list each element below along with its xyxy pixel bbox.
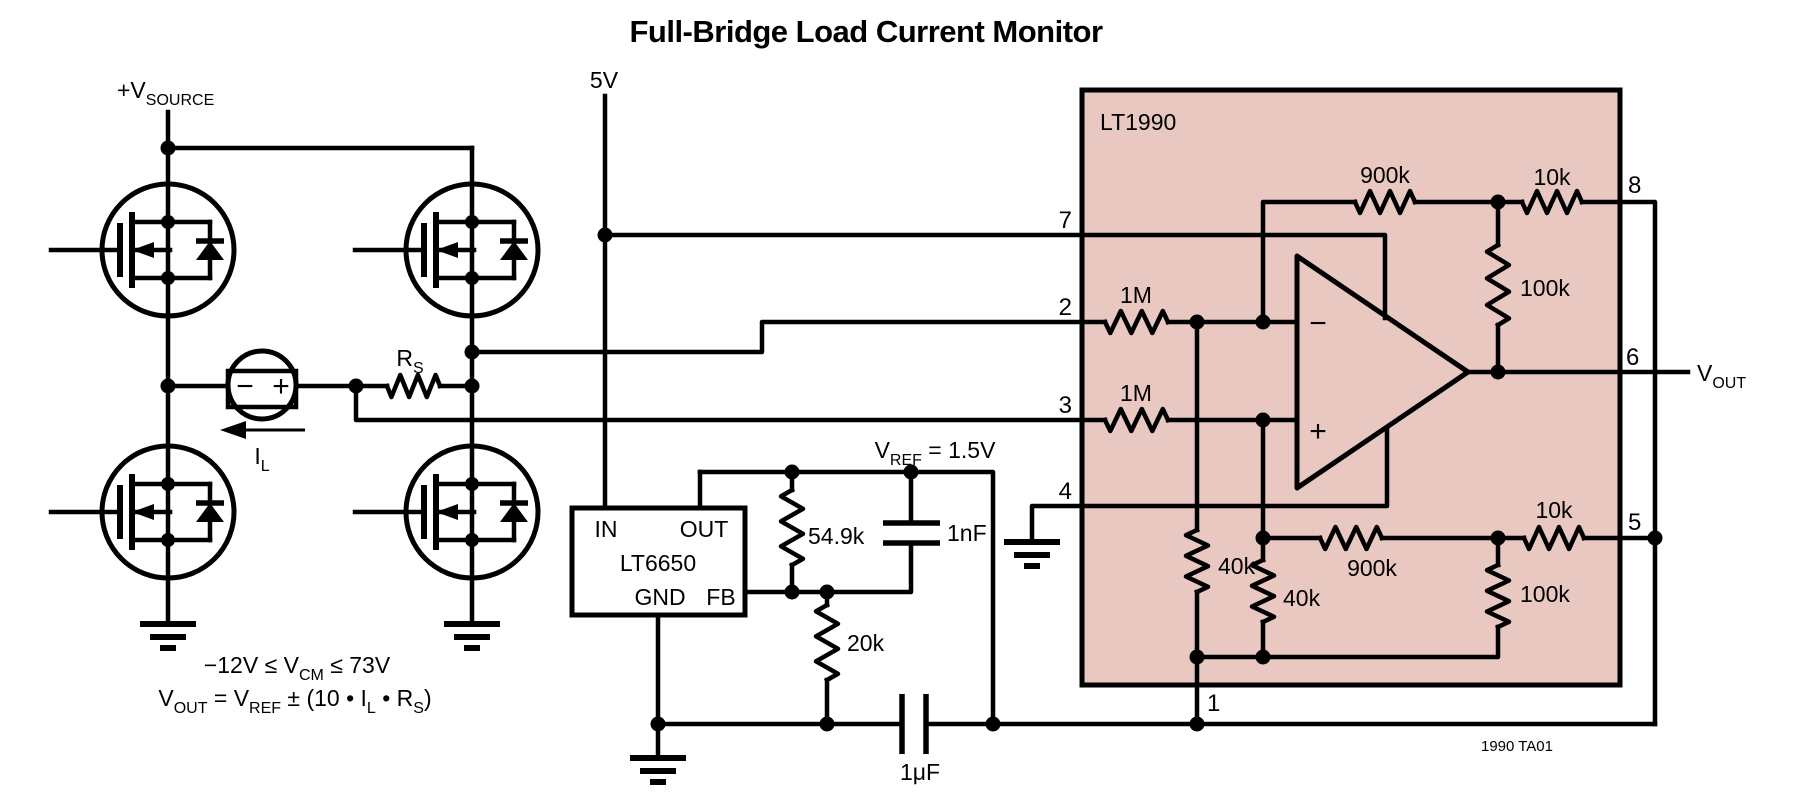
resistor-10k-top [1519, 188, 1585, 216]
resistor-54k9-label: 54.9k [808, 523, 865, 549]
lt6650-pin-in: IN [595, 516, 618, 542]
pin5-label: 5 [1628, 509, 1641, 536]
vref-value-label: VREF = 1.5V [875, 437, 997, 469]
mosfet-bottom-right [355, 446, 538, 578]
lt6650-pin-out: OUT [680, 516, 729, 542]
resistor-900k-top [1352, 188, 1418, 216]
resistor-10k-bottom [1521, 524, 1587, 552]
schematic-title: Full-Bridge Load Current Monitor [629, 14, 1103, 49]
resistor-900k-top-label: 900k [1360, 162, 1410, 188]
vsource-label: +VSOURCE [117, 77, 214, 109]
motor-symbol: − + [225, 348, 299, 422]
resistor-900k-bottom-label: 900k [1347, 555, 1397, 581]
resistor-100k-top [1484, 241, 1512, 329]
pin7-label: 7 [1059, 207, 1072, 234]
il-label: IL [254, 443, 269, 475]
opamp-triangle [1294, 253, 1471, 491]
ground-lt6650 [630, 758, 686, 782]
resistor-1m-top [1101, 308, 1171, 336]
pin8-label: 8 [1628, 172, 1641, 199]
resistor-10k-top-label: 10k [1533, 164, 1571, 190]
pin2-label: 2 [1059, 294, 1072, 321]
resistor-40k-right [1249, 557, 1277, 625]
resistor-40k-right-label: 40k [1283, 585, 1321, 611]
resistor-20k [813, 601, 841, 684]
pin6-label: 6 [1626, 344, 1639, 371]
opamp-minus-label: − [1309, 307, 1327, 340]
resistor-rs [384, 372, 443, 400]
mosfet-bottom-left [51, 446, 234, 578]
capacitor-1uf [899, 694, 929, 754]
pin1-label: 1 [1207, 690, 1220, 717]
resistor-20k-label: 20k [847, 630, 885, 656]
ground-bridge-right [444, 624, 500, 648]
capacitor-1nf-label: 1nF [947, 520, 987, 546]
supply-5v-label: 5V [590, 67, 619, 93]
il-arrow [220, 421, 305, 439]
rs-label: RS [396, 345, 423, 377]
resistor-1m-top-label: 1M [1120, 282, 1152, 308]
lt1990-box [1079, 87, 1623, 688]
mosfet-top-left [51, 184, 234, 316]
lt6650-pin-gnd: GND [634, 584, 685, 610]
motor-plus-sign: + [272, 370, 290, 403]
ground-pin4 [1004, 542, 1060, 566]
lt6650-name: LT6650 [620, 550, 696, 576]
capacitor-1nf [883, 520, 940, 546]
resistor-100k-bottom [1484, 562, 1512, 630]
opamp-plus-label: + [1309, 415, 1327, 448]
resistor-54k9 [778, 486, 806, 569]
resistor-1m-bottom-label: 1M [1120, 380, 1152, 406]
vout-formula-text: VOUT = VREF ± (10 • IL • RS) [158, 685, 431, 717]
capacitor-1uf-label: 1μF [900, 759, 940, 785]
ground-bridge-left [140, 624, 196, 648]
junction-dots [160, 140, 1663, 732]
pin3-label: 3 [1059, 392, 1072, 419]
resistor-900k-bottom [1317, 524, 1385, 552]
revision-code: 1990 TA01 [1481, 738, 1553, 755]
resistor-100k-bottom-label: 100k [1520, 581, 1570, 607]
resistor-100k-top-label: 100k [1520, 275, 1570, 301]
resistor-1m-bottom [1101, 406, 1171, 434]
mosfet-top-right [355, 184, 538, 316]
lt1990-name: LT1990 [1100, 109, 1176, 135]
pin4-label: 4 [1059, 478, 1072, 505]
vout-label: VOUT [1697, 360, 1746, 392]
resistor-40k-left-label: 40k [1218, 553, 1256, 579]
lt6650-box [569, 505, 748, 618]
resistor-40k-left [1183, 527, 1211, 595]
cm-range-text: −12V ≤ VCM ≤ 73V [204, 652, 391, 684]
lt6650-pin-fb: FB [706, 584, 735, 610]
motor-minus-sign: − [236, 370, 254, 403]
resistor-10k-bottom-label: 10k [1535, 497, 1573, 523]
resistor-layer [384, 188, 1587, 684]
